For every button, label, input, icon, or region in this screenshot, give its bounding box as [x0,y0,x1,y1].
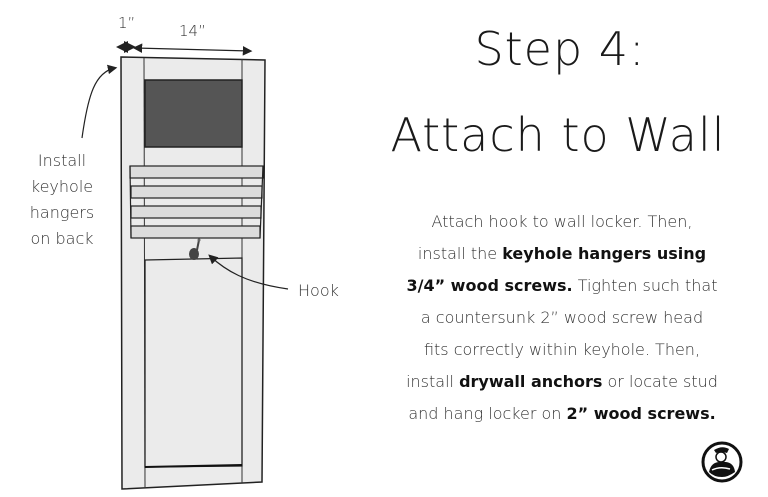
instructions-text: Attach hook to wall locker. Then, install… [372,206,752,430]
body-text-segment: a countersunk 2” wood screw head [420,308,704,327]
body-text-segment: install [406,372,460,391]
locker-diagram [81,41,289,490]
callout-line: keyhole [30,177,94,196]
keyhole-callout-arrow [81,64,118,139]
slat-shelf [129,165,264,239]
body-text-segment: Tighten such that [572,276,718,295]
chalkboard-panel [144,79,243,148]
keyhole-callout: Install keyhole hangers on back [20,148,104,252]
body-text-segment: fits correctly within keyhole. Then, [423,340,701,359]
panel-width-label: 14” [179,22,206,40]
callout-line: hangers [29,203,95,222]
emphasis-text: keyhole hangers using [502,244,707,263]
callout-line: on back [30,229,94,248]
hook-callout: Hook [298,281,339,300]
stile-width-label: 1” [118,14,136,32]
body-text-segment: or locate stud [602,372,718,391]
step-title: Step 4: [474,22,646,76]
emphasis-text: 3/4” wood screws. [406,276,573,295]
lower-panel [144,257,243,468]
emphasis-text: 2” wood screws. [566,404,716,423]
hook-callout-arrow [208,254,289,290]
hook-icon [189,238,201,260]
locker-door [120,56,266,490]
emphasis-text: drywall anchors [459,372,603,391]
callout-line: Install [37,151,87,170]
body-text-segment: and hang locker on [408,404,567,423]
body-text-segment: install the [417,244,503,263]
step-subtitle: Attach to Wall [390,108,726,162]
dimension-arrows [116,41,253,56]
body-text-segment: Attach hook to wall locker. Then, [431,212,693,231]
woodworker-logo-icon [701,441,743,483]
